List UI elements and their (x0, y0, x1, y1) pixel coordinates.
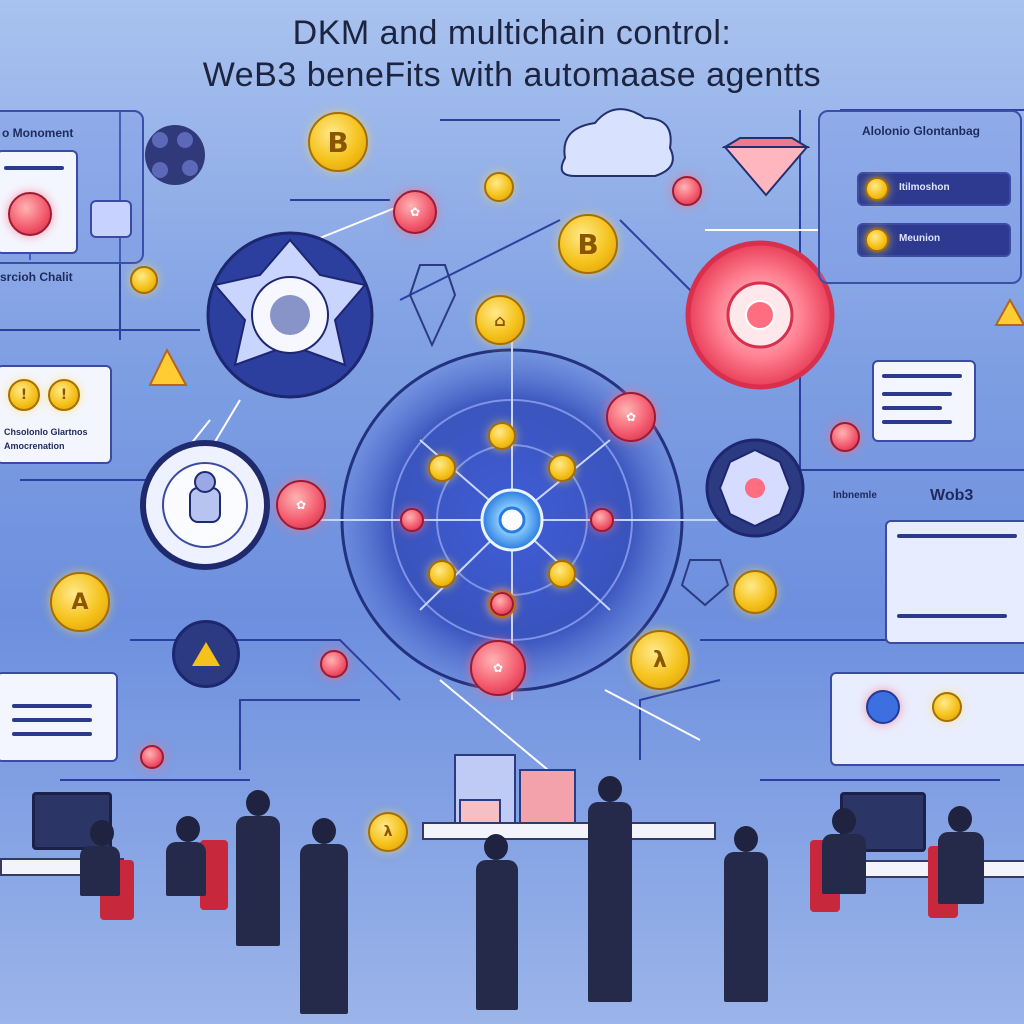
title-line-2: WeB3 beneFits with automaase agentts (202, 56, 822, 94)
red-node-small-5[interactable] (830, 422, 860, 452)
top-right-panel-label: Alolonio Glontanbag (862, 124, 980, 138)
desk-center (422, 822, 716, 840)
coin-icon[interactable]: ⌂ (475, 295, 525, 345)
red-node-right[interactable]: ✿ (606, 392, 656, 442)
bitcoin-coin-icon[interactable]: B (308, 112, 368, 172)
right-web3-label: Wob3 (930, 487, 974, 504)
top-left-card (0, 150, 78, 254)
person-9-body (938, 832, 984, 904)
red-node-small-2[interactable] (590, 508, 614, 532)
bottom-left-card (0, 672, 118, 762)
right-mid-small-label: Inbnemle (833, 490, 877, 501)
right-web3-card (885, 520, 1024, 644)
coin-icon-small[interactable] (130, 266, 158, 294)
warning-icon-right (994, 297, 1024, 326)
warning-coin-icon-2: ! (48, 379, 80, 411)
red-node-bottom[interactable]: ✿ (470, 640, 526, 696)
map-pin-icon (866, 690, 900, 724)
right-button-1[interactable]: Itilmoshon (857, 172, 1011, 206)
coin-icon-right[interactable] (733, 570, 777, 614)
person-6-body (588, 802, 632, 1002)
warning-coin-icon: ! (8, 379, 40, 411)
red-node-small-3[interactable] (490, 592, 514, 616)
person-7-head (734, 826, 758, 852)
right-button-2[interactable]: Meunion (857, 223, 1011, 257)
red-node-small-4[interactable] (672, 176, 702, 206)
bottom-right-card (830, 672, 1024, 766)
person-8-body (822, 834, 866, 894)
coin-icon-top[interactable] (484, 172, 514, 202)
monitor-left (32, 792, 112, 850)
left-card-text: Chsolonlo Glartnos (4, 427, 88, 437)
red-node-left[interactable]: ✿ (276, 480, 326, 530)
person-1-body (80, 846, 120, 896)
person-6-head (598, 776, 622, 802)
right-info-card (872, 360, 976, 442)
person-4-body (300, 844, 348, 1014)
top-left-mini-card (90, 200, 132, 238)
left-info-card: ! ! Chsolonlo Glartnos Amocrenation (0, 365, 112, 464)
person-2-head (176, 816, 200, 842)
person-9-head (948, 806, 972, 832)
ring-node-1[interactable] (488, 422, 516, 450)
person-4-head (312, 818, 336, 844)
person-8-head (832, 808, 856, 834)
person-5-head (484, 834, 508, 860)
left-mid-label: srcioh Chalit (0, 270, 73, 284)
person-7-body (724, 852, 768, 1002)
person-2-body (166, 842, 206, 896)
bitcoin-coin-icon-2[interactable]: B (558, 214, 618, 274)
person-1-head (90, 820, 114, 846)
person-3-body (236, 816, 280, 946)
person-5-body (476, 860, 518, 1010)
right-button-2-label: Meunion (899, 233, 941, 244)
coin-icon-left[interactable]: A (50, 572, 110, 632)
coin-icon-bottom[interactable]: λ (368, 812, 408, 852)
ring-node-2[interactable] (548, 454, 576, 482)
top-left-panel-label: o Monoment (2, 126, 74, 140)
diamond-icon (722, 146, 810, 197)
ring-node-3[interactable] (428, 454, 456, 482)
title-line-1: DKM and multichain control: (292, 14, 732, 52)
alert-badge-icon (8, 192, 52, 236)
right-button-1-label: Itilmoshon (899, 182, 950, 193)
ring-node-4[interactable] (428, 560, 456, 588)
coin-icon-lower[interactable]: λ (630, 630, 690, 690)
red-node-small-6[interactable] (320, 650, 348, 678)
triangle-node[interactable] (172, 620, 240, 688)
ring-node-5[interactable] (548, 560, 576, 588)
person-3-head (246, 790, 270, 816)
warning-icon (148, 347, 188, 386)
red-node-small-1[interactable] (400, 508, 424, 532)
cloud-icon (560, 108, 674, 177)
left-card-text-2: Amocrenation (4, 441, 65, 451)
red-node-small-7[interactable] (140, 745, 164, 769)
red-node-top[interactable]: ✿ (393, 190, 437, 234)
